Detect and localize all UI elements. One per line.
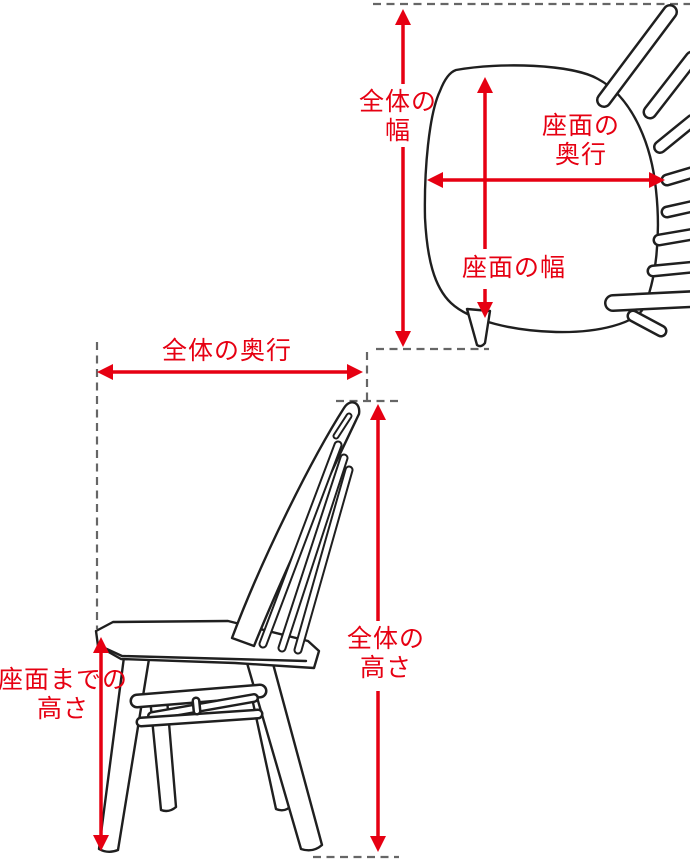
seat-width-label: 座面の幅 [461,253,567,282]
seat-depth-label: 座面の 奥行 [541,111,621,169]
overall-height-label: 全体の 高さ [346,624,426,682]
seat-width-arrow [477,77,493,318]
overall-width-arrow [395,9,411,347]
seat-outline [423,64,660,334]
overall-depth-arrow [97,364,363,380]
dimension-arrows [93,9,665,852]
stretchers [129,683,268,728]
overall-width-label: 全体の 幅 [358,87,438,145]
seat-height-label: 座面までの 高さ [0,665,129,723]
seat-height-arrow [93,637,109,851]
back-spindles-side [258,440,354,655]
dashed-guides [95,2,690,859]
front-leg-top [465,307,492,348]
back-bow-slot [332,412,353,440]
overall-height-arrow [370,404,386,852]
chair-side-view [94,401,361,853]
overall-depth-label: 全体の奥行 [161,336,293,365]
rear-leg [243,654,324,852]
seat-depth-arrow [427,172,665,188]
